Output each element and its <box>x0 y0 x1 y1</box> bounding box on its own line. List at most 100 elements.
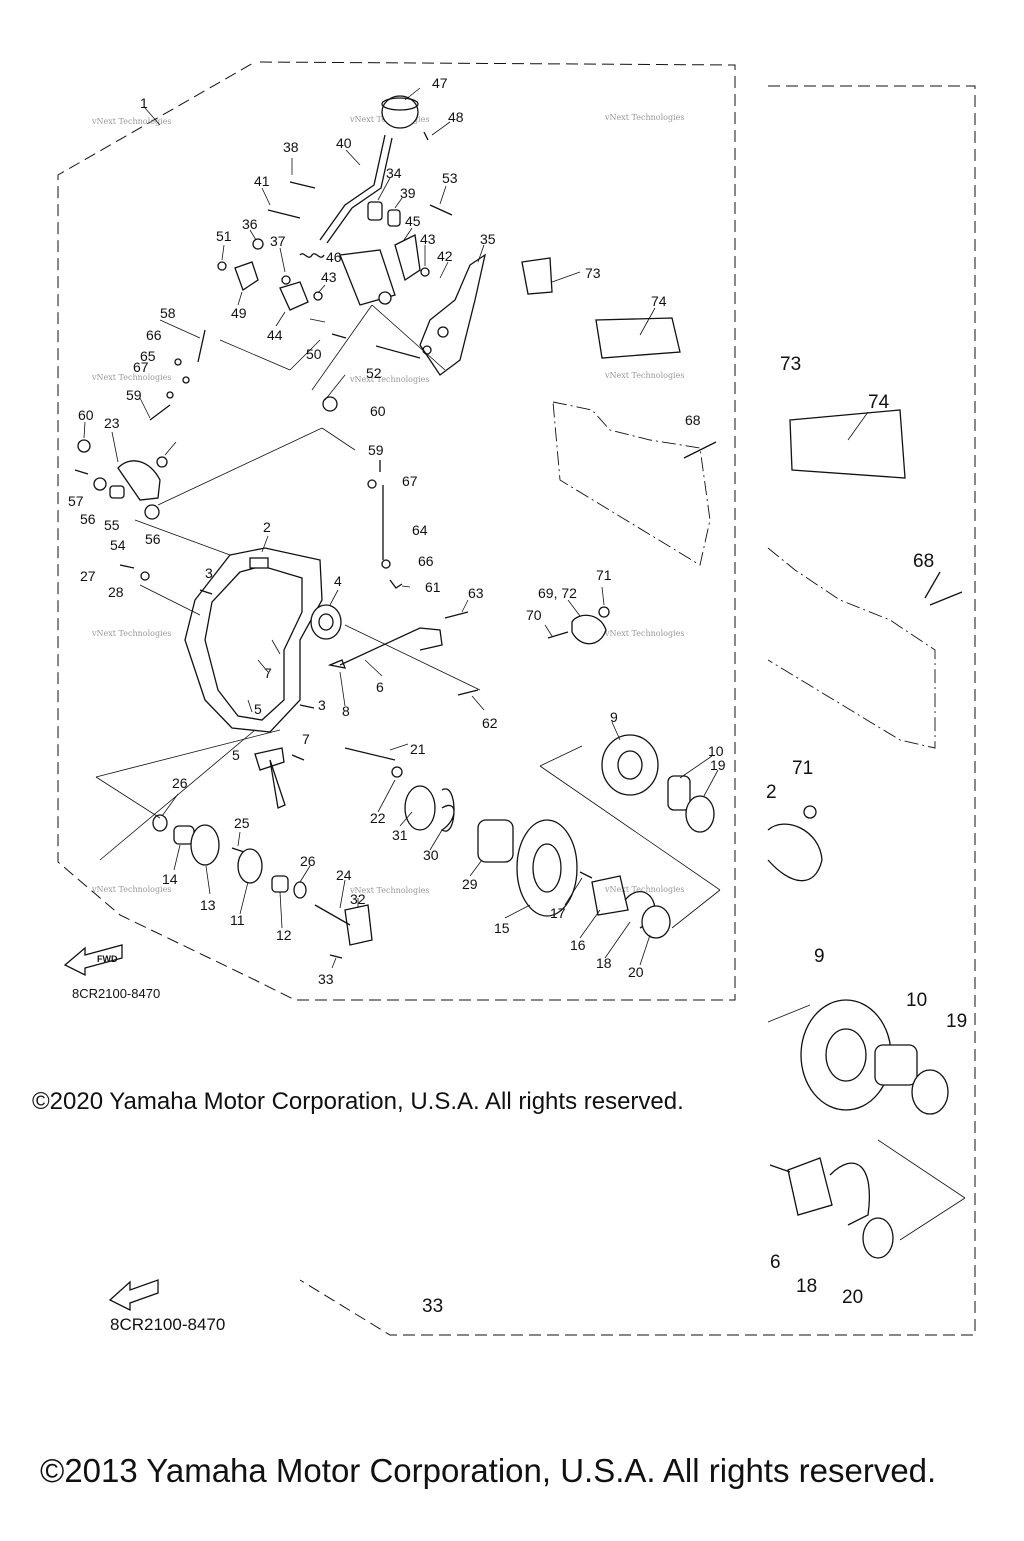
callout-7: 53 <box>442 170 458 186</box>
gear-13 <box>190 824 220 866</box>
callout-41: 2 <box>263 519 271 535</box>
nut-60b <box>77 439 91 453</box>
bolt-52 <box>375 345 421 359</box>
callout-79: 16 <box>570 937 586 953</box>
callout-39: 56 <box>145 531 161 547</box>
pin-3a <box>199 589 213 595</box>
callout-35: 57 <box>68 493 84 509</box>
bolt-17 <box>579 871 593 879</box>
callout-20: 73 <box>585 265 601 281</box>
callout-64: 26 <box>172 775 188 791</box>
callout-right-10: 20 <box>842 1287 863 1308</box>
bracket-45 <box>394 234 421 282</box>
callout-8: 41 <box>254 173 270 189</box>
callout-right-6: 10 <box>906 990 927 1011</box>
callout-12: 35 <box>480 231 496 247</box>
pin-48 <box>423 131 429 141</box>
callout-40: 64 <box>412 522 428 538</box>
callout-71: 14 <box>162 871 178 887</box>
nut-16 <box>591 875 629 916</box>
drawing-code: 8CR2100-8470 <box>72 986 160 1001</box>
fwd-label: FWD <box>97 954 118 964</box>
callout-33-lower: 33 <box>422 1296 443 1317</box>
copyright-notice: ©2020 Yamaha Motor Corporation, U.S.A. A… <box>32 1088 684 1115</box>
spring-30 <box>440 788 455 832</box>
callout-15: 46 <box>326 249 342 265</box>
callout-29: 60 <box>370 403 386 419</box>
callout-57: 8 <box>342 703 350 719</box>
callout-81: 20 <box>628 964 644 980</box>
sensor-zoom <box>767 823 823 882</box>
nut-67b <box>367 479 377 489</box>
callout-24: 50 <box>306 346 322 362</box>
link-5 <box>254 747 286 809</box>
callout-51: 70 <box>526 607 542 623</box>
washer-22 <box>391 766 403 778</box>
pin-63 <box>444 611 469 619</box>
chaincase-2 <box>184 547 323 733</box>
bracket-32 <box>344 904 373 946</box>
callout-38: 54 <box>110 537 126 553</box>
bearing-12 <box>271 875 289 893</box>
callout-32: 60 <box>78 407 94 423</box>
watermark-3: vNext Technologies <box>604 113 684 122</box>
watermark-7: vNext Technologies <box>91 629 171 638</box>
pin-68 <box>683 441 717 459</box>
watermark-10: vNext Technologies <box>349 886 429 895</box>
nut-71-zoom <box>803 805 817 819</box>
bearing-4 <box>310 604 342 640</box>
sprocket-15 <box>516 819 578 917</box>
shaft-6 <box>339 627 443 666</box>
callout-right-2: 68 <box>913 551 934 572</box>
callout-31: 23 <box>104 415 120 431</box>
callout-69: 29 <box>462 876 478 892</box>
pin-7 <box>291 754 305 761</box>
bolt-62 <box>457 689 479 696</box>
callout-0: 1 <box>140 95 148 111</box>
callout-right-7: 19 <box>946 1011 967 1032</box>
callout-45: 4 <box>334 573 342 589</box>
callout-right-9: 18 <box>796 1276 817 1297</box>
panel-74-zoom <box>789 409 906 479</box>
callout-14: 37 <box>270 233 286 249</box>
callout-77: 12 <box>276 927 292 943</box>
callout-27: 67 <box>133 359 149 375</box>
washer-20 <box>641 905 671 939</box>
joint-59a <box>149 404 171 421</box>
washer-20-zoom <box>862 1217 894 1259</box>
lever-40 <box>319 134 393 244</box>
trim-panels <box>521 257 717 566</box>
watermark-11: vNext Technologies <box>604 885 684 894</box>
washer-26a <box>152 814 168 832</box>
callout-68: 30 <box>423 847 439 863</box>
seal-19-zoom <box>911 1069 949 1115</box>
bolt-38 <box>289 181 316 189</box>
callout-67: 25 <box>234 815 250 831</box>
zoom-view: 8CR2100-8470 33 <box>108 409 966 1334</box>
watermark-8: vNext Technologies <box>604 629 684 638</box>
chaincase-assembly <box>119 460 610 809</box>
callout-11: 43 <box>420 231 436 247</box>
callout-47: 63 <box>468 585 484 601</box>
callout-54: 62 <box>482 715 498 731</box>
bolt-53 <box>429 204 453 216</box>
callout-58: 5 <box>232 747 240 763</box>
callout-28: 59 <box>126 387 142 403</box>
callout-55: 5 <box>254 701 262 717</box>
collar-55 <box>109 485 125 499</box>
callout-26: 65 <box>140 348 156 364</box>
callout-74: 24 <box>336 867 352 883</box>
callout-9: 36 <box>242 216 258 232</box>
callout-right-3: 71 <box>792 758 813 779</box>
callout-2: 48 <box>448 109 464 125</box>
panel-73 <box>521 257 553 295</box>
sensor-69 <box>571 614 607 645</box>
callout-21: 74 <box>651 293 667 309</box>
nut-66b <box>381 559 391 569</box>
leaders-lower <box>95 519 721 969</box>
rod-58 <box>197 329 206 363</box>
callout-70: 17 <box>550 905 566 921</box>
callout-37: 55 <box>104 517 120 533</box>
